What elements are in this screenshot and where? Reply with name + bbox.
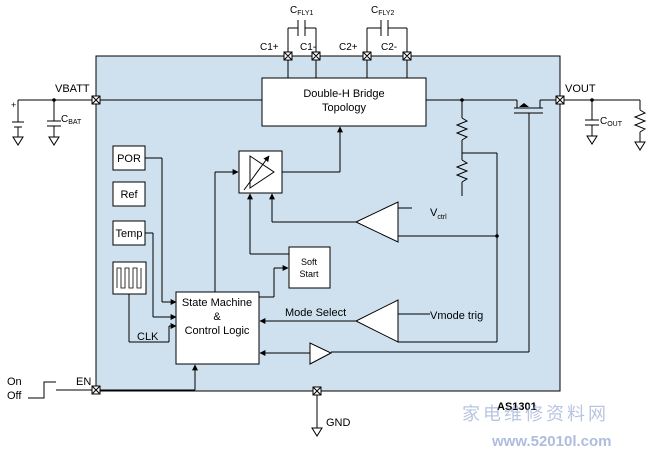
c1p-label: C1+ <box>260 42 279 53</box>
gnd-label: GND <box>326 417 351 429</box>
cfly-connections <box>287 20 408 78</box>
chip-name: AS1301 <box>497 401 537 413</box>
mode-amplifier <box>354 299 399 343</box>
state-machine-block <box>175 291 260 365</box>
gnd-symbol <box>311 427 323 437</box>
bridge-label-2: Topology <box>322 102 367 114</box>
control-signal-wires <box>128 157 170 343</box>
vbatt-input-circuit <box>12 99 262 146</box>
vctrl-label: Vctrl <box>430 207 447 221</box>
por-block <box>112 145 146 171</box>
mode-select-label: Mode Select <box>285 307 346 319</box>
clock-waveform-icon <box>116 267 142 289</box>
c1m-label: C1- <box>300 42 316 53</box>
state-machine-label-3: Control Logic <box>185 325 250 337</box>
vbatt-node <box>52 98 56 102</box>
vout-node <box>590 98 594 102</box>
vmode-trig-label: Vmode trig <box>430 310 483 322</box>
soft-start-label-2: Start <box>299 269 319 279</box>
on-label: On <box>7 376 22 388</box>
ref-label: Ref <box>120 189 138 201</box>
state-machine-label-1: State Machine <box>182 297 252 309</box>
vctrl-amplifier <box>354 201 399 243</box>
en-pin <box>91 385 101 395</box>
gnd-pin <box>312 386 322 428</box>
regulator-block <box>238 150 283 194</box>
bridge-block <box>261 77 427 127</box>
battery-plus: + <box>11 100 16 110</box>
por-label: POR <box>117 153 141 165</box>
soft-start-block <box>288 246 331 289</box>
regulator-triangle <box>249 155 275 189</box>
en-label: EN <box>76 376 91 388</box>
vout-label: VOUT <box>565 83 596 95</box>
watermark-chinese: 家电维修资料网 <box>462 404 609 425</box>
cfly1-label: CFLY1 <box>290 5 314 17</box>
transistor-arrow <box>519 103 529 107</box>
soft-start-label-1: Soft <box>301 257 318 267</box>
resistor-divider <box>398 100 498 343</box>
oscillator-block <box>112 261 147 295</box>
cfly2-label: CFLY2 <box>371 5 395 17</box>
vout-output-circuit <box>426 99 647 352</box>
bridge-label-1: Double-H Bridge <box>303 88 384 100</box>
state-machine-label-2: & <box>213 311 221 323</box>
feedback-node <box>495 234 499 238</box>
vout-pin <box>555 95 565 105</box>
regulator-adjust-arrow <box>243 155 270 191</box>
temp-label: Temp <box>116 228 143 240</box>
cout-label: COUT <box>600 116 623 128</box>
cbat-label: CBAT <box>61 114 82 126</box>
off-label: Off <box>7 390 22 402</box>
c2p-label: C2+ <box>339 42 358 53</box>
cfly-pin-squares <box>283 51 412 61</box>
clk-label: CLK <box>137 331 159 343</box>
vbatt-label: VBATT <box>55 83 90 95</box>
c2m-label: C2- <box>381 42 397 53</box>
vbatt-pin <box>91 95 101 105</box>
en-input-circuit <box>28 381 195 399</box>
watermark-url: www.52010l.com <box>491 433 612 450</box>
ref-block <box>112 181 146 207</box>
temp-block <box>112 220 146 246</box>
